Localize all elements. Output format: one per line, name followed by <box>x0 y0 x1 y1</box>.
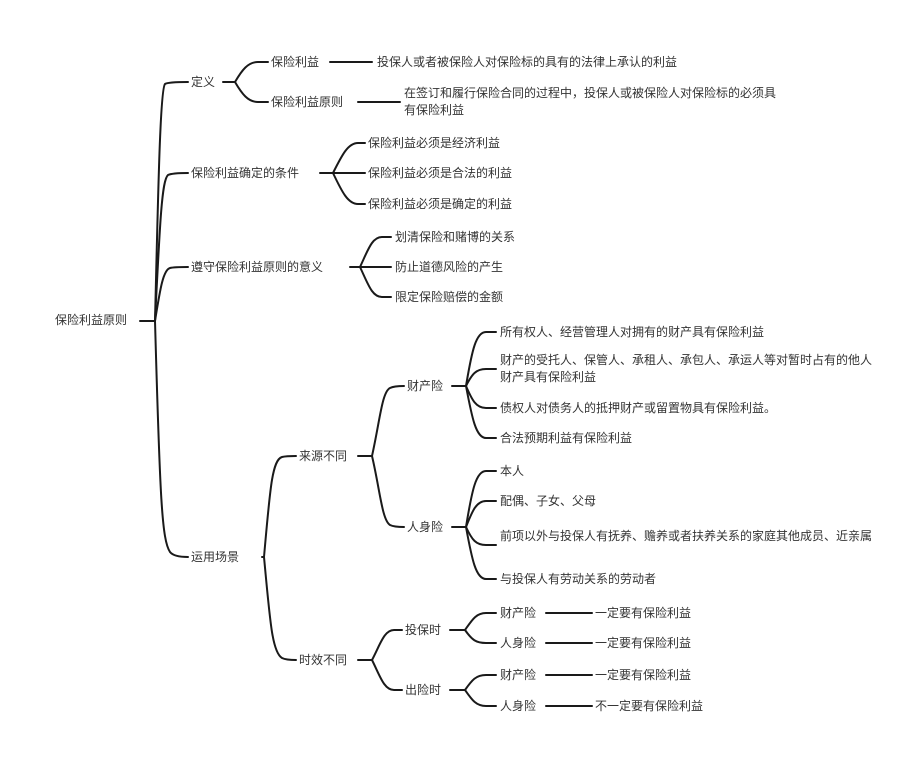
node-claim-property-detail[interactable]: 一定要有保险利益 <box>595 668 692 682</box>
node-source-property[interactable]: 财产险 <box>407 379 444 393</box>
link-root-scenarios <box>154 320 189 558</box>
link-personal-3 <box>465 526 497 546</box>
link-conditions-3 <box>332 172 366 205</box>
node-principle-detail[interactable]: 在签订和履行保险合同的过程中，投保人或被保险人对保险标的必须具有保险利益 <box>404 86 777 117</box>
node-claim-property[interactable]: 财产险 <box>500 668 537 682</box>
node-personal-item-4[interactable]: 与投保人有劳动关系的劳动者 <box>500 572 657 586</box>
node-insurable-interest-detail[interactable]: 投保人或者被保险人对保险标的具有的法律上承认的利益 <box>377 55 678 69</box>
link-personal-1 <box>451 470 497 528</box>
link-conditions-1 <box>319 142 366 174</box>
node-principle[interactable]: 保险利益原则 <box>271 95 344 109</box>
node-condition-legal[interactable]: 保险利益必须是合法的利益 <box>368 166 513 180</box>
node-scenarios[interactable]: 运用场景 <box>191 550 240 564</box>
node-condition-definite[interactable]: 保险利益必须是确定的利益 <box>368 197 513 211</box>
link-scenarios-source <box>261 455 297 558</box>
node-timing[interactable]: 时效不同 <box>299 653 348 667</box>
node-definition[interactable]: 定义 <box>191 75 216 89</box>
node-purchase-property-detail[interactable]: 一定要有保险利益 <box>595 606 692 620</box>
link-source-property <box>357 385 405 457</box>
link-timing-claim <box>371 659 403 691</box>
node-claim-personal[interactable]: 人身险 <box>500 699 537 713</box>
node-purchase-personal-detail[interactable]: 一定要有保险利益 <box>595 636 692 650</box>
node-property-item-2[interactable]: 财产的受托人、保管人、承租人、承包人、承运人等对暂时占有的他人财产具有保险利益 <box>500 353 873 384</box>
node-purchase-personal[interactable]: 人身险 <box>500 636 537 650</box>
link-personal-2 <box>465 500 497 528</box>
node-personal-item-2[interactable]: 配偶、子女、父母 <box>500 494 597 508</box>
node-significance[interactable]: 遵守保险利益原则的意义 <box>191 260 324 274</box>
link-root-definition <box>139 81 189 322</box>
link-claim-property <box>449 674 497 691</box>
link-personal-4 <box>465 526 497 580</box>
link-property-3 <box>465 385 497 409</box>
root-node[interactable]: 保险利益原则 <box>55 313 128 327</box>
node-claim-personal-detail[interactable]: 不一定要有保险利益 <box>595 699 704 713</box>
node-at-purchase[interactable]: 投保时 <box>405 623 442 637</box>
link-purchase-personal <box>464 629 497 644</box>
link-scenarios-timing <box>263 556 297 661</box>
node-source[interactable]: 来源不同 <box>299 449 348 463</box>
node-at-claim[interactable]: 出险时 <box>405 683 442 697</box>
node-property-item-1[interactable]: 所有权人、经营管理人对拥有的财产具有保险利益 <box>500 325 765 339</box>
link-source-personal <box>371 455 405 528</box>
node-property-item-4[interactable]: 合法预期利益有保险利益 <box>500 431 633 445</box>
node-significance-moral-hazard[interactable]: 防止道德风险的产生 <box>395 260 504 274</box>
node-personal-item-3[interactable]: 前项以外与投保人有抚养、赡养或者扶养关系的家庭其他成员、近亲属 <box>500 529 873 543</box>
node-significance-gambling[interactable]: 划清保险和赌博的关系 <box>395 230 516 244</box>
node-condition-economic[interactable]: 保险利益必须是经济利益 <box>368 136 501 150</box>
node-property-item-3[interactable]: 债权人对债务人的抵押财产或留置物具有保险利益。 <box>500 401 777 415</box>
link-root-conditions <box>154 172 189 322</box>
link-significance-3 <box>359 266 392 298</box>
node-personal-item-1[interactable]: 本人 <box>500 464 525 478</box>
link-definition-insurable-interest <box>222 61 269 83</box>
link-property-1 <box>451 331 497 387</box>
link-definition-principle <box>234 81 269 103</box>
link-root-significance <box>154 266 189 322</box>
node-conditions[interactable]: 保险利益确定的条件 <box>191 166 300 180</box>
node-purchase-property[interactable]: 财产险 <box>500 606 537 620</box>
node-insurable-interest[interactable]: 保险利益 <box>271 55 320 69</box>
link-claim-personal <box>464 689 497 707</box>
link-property-4 <box>465 385 497 439</box>
link-significance-1 <box>349 236 392 268</box>
node-source-personal[interactable]: 人身险 <box>407 520 444 534</box>
link-timing-purchase <box>357 629 403 661</box>
link-property-2 <box>465 368 497 387</box>
link-purchase-property <box>449 612 497 631</box>
node-significance-compensation[interactable]: 限定保险赔偿的金额 <box>395 290 504 304</box>
